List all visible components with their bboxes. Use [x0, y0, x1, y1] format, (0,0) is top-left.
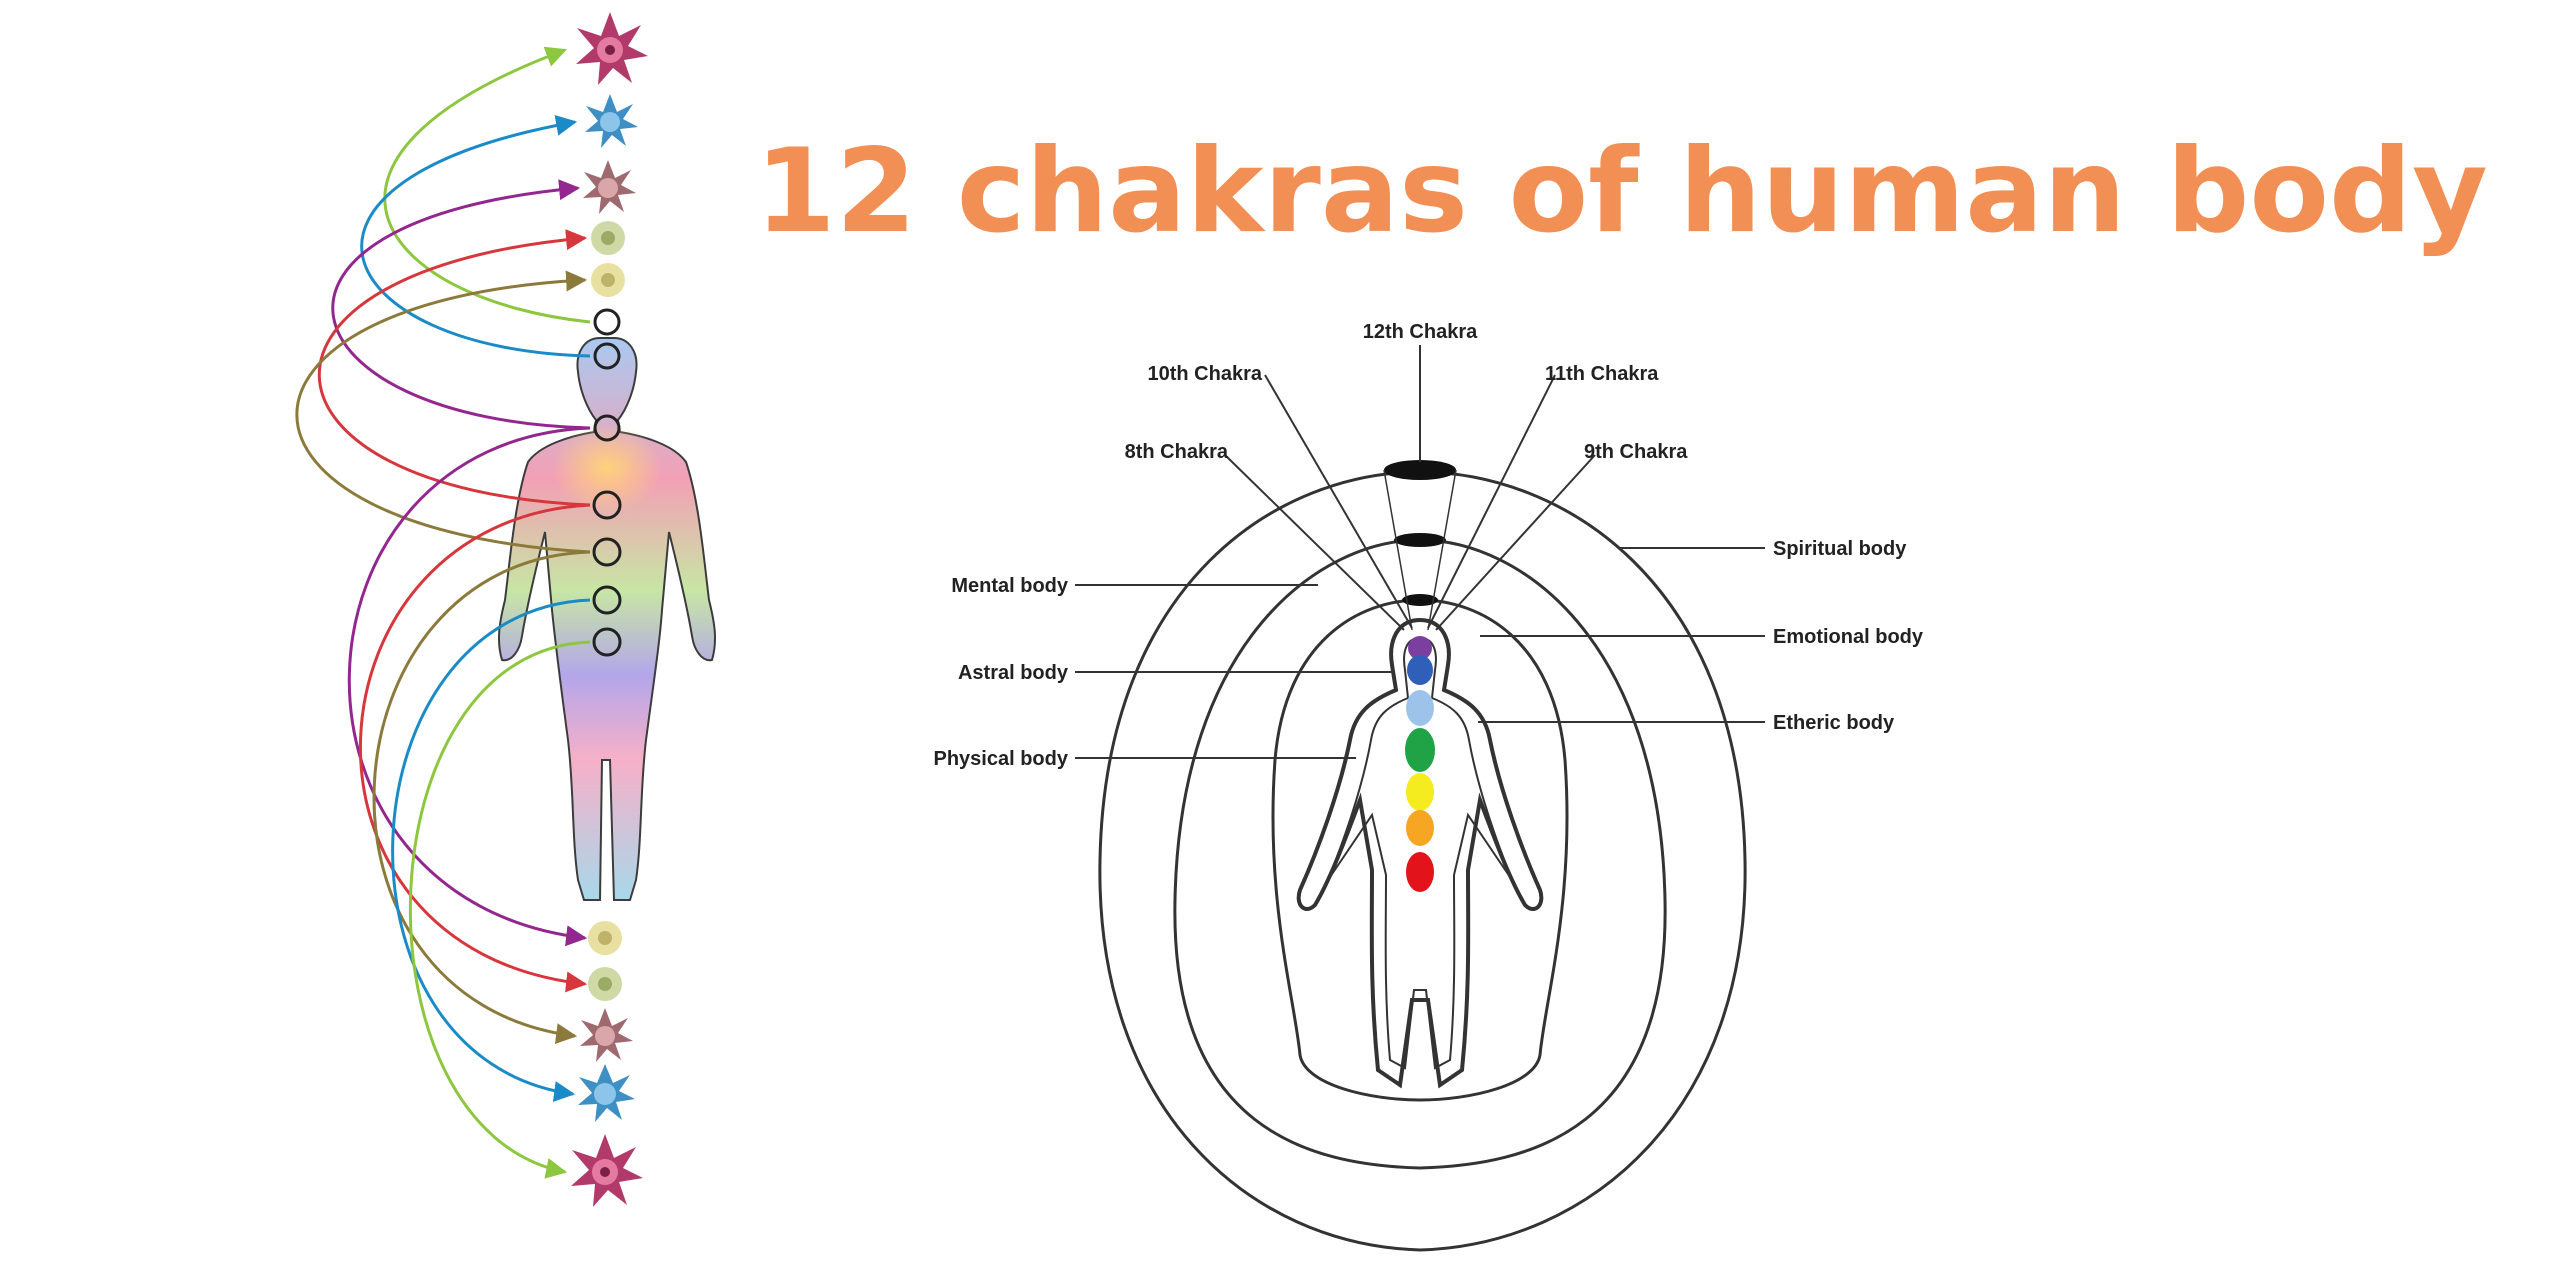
lotus-bottom-5-icon	[571, 1134, 643, 1207]
lotus-top-3-icon	[583, 160, 636, 214]
sacral-chakra-dot	[1406, 810, 1434, 846]
heart-point-icon	[592, 490, 622, 520]
solar-plexus-point-icon	[592, 537, 622, 567]
arrow-green-lower	[408, 640, 591, 1179]
chakra-9-disc	[1402, 594, 1438, 606]
arrow-blue-upper	[360, 114, 591, 358]
root-chakra-dot	[1406, 852, 1434, 892]
chakra-11-disc	[1394, 533, 1446, 547]
aura-diagram	[1098, 460, 1747, 1252]
solar-plexus-chakra-dot	[1406, 773, 1434, 811]
lotus-top-2-icon	[585, 94, 638, 148]
emotional-body-outline	[1271, 598, 1569, 1102]
arrow-blue-lower	[391, 598, 591, 1102]
label-emotional-body: Emotional body	[1773, 626, 1924, 648]
throat-chakra-dot	[1406, 690, 1434, 726]
crown-point-icon	[593, 308, 621, 336]
third-eye-chakra-dot	[1407, 655, 1433, 685]
mental-body-outline	[1173, 538, 1667, 1170]
lotus-bottom-1-icon	[588, 921, 622, 955]
body-chakra-dots	[1405, 636, 1435, 892]
lotus-top-1-icon	[576, 12, 648, 85]
etheric-body-outline	[1296, 617, 1544, 1089]
label-9th-chakra: 9th Chakra	[1584, 441, 1688, 463]
body-chakra-points	[592, 308, 622, 657]
label-mental-body: Mental body	[951, 575, 1069, 597]
spiritual-body-outline	[1098, 470, 1747, 1252]
leader-lines	[1075, 345, 1765, 759]
arrow-olive-upper	[295, 270, 591, 554]
arrow-purple-lower	[347, 426, 591, 947]
label-physical-body: Physical body	[934, 748, 1069, 770]
lotus-flowers	[571, 12, 648, 1207]
lotus-bottom-2-icon	[588, 967, 622, 1001]
body-labels: Mental body Astral body Physical body Sp…	[934, 538, 1924, 770]
page-title: 12 chakras of human body	[755, 124, 2488, 259]
lotus-top-4-icon	[591, 221, 625, 255]
physical-body-outline	[1327, 636, 1513, 1070]
third-eye-point-icon	[593, 342, 621, 370]
arrow-red-lower	[358, 503, 591, 993]
root-point-icon	[592, 627, 622, 657]
chakra-12-disc	[1384, 460, 1456, 480]
label-astral-body: Astral body	[958, 662, 1069, 684]
lotus-bottom-4-icon	[578, 1064, 635, 1122]
chakra-labels: 12th Chakra 10th Chakra 11th Chakra 8th …	[1125, 321, 1689, 463]
label-12th-chakra: 12th Chakra	[1363, 321, 1478, 343]
label-10th-chakra: 10th Chakra	[1148, 363, 1263, 385]
label-11th-chakra: 11th Chakra	[1545, 363, 1659, 385]
heart-chakra-dot	[1405, 728, 1435, 772]
lotus-top-5-icon	[591, 263, 625, 297]
label-etheric-body: Etheric body	[1773, 712, 1895, 734]
connection-arrows	[295, 46, 591, 1179]
lotus-bottom-3-icon	[580, 1008, 633, 1062]
label-spiritual-body: Spiritual body	[1773, 538, 1907, 560]
crown-chakra-dot	[1408, 636, 1432, 660]
throat-point-icon	[593, 414, 621, 442]
arrow-green-upper	[383, 46, 591, 324]
label-8th-chakra: 8th Chakra	[1125, 441, 1229, 463]
arrow-purple-upper	[331, 179, 591, 430]
human-figure	[497, 337, 717, 901]
arrow-olive-lower	[372, 550, 591, 1045]
arrow-red-upper	[317, 229, 591, 507]
sacral-point-icon	[592, 585, 622, 615]
